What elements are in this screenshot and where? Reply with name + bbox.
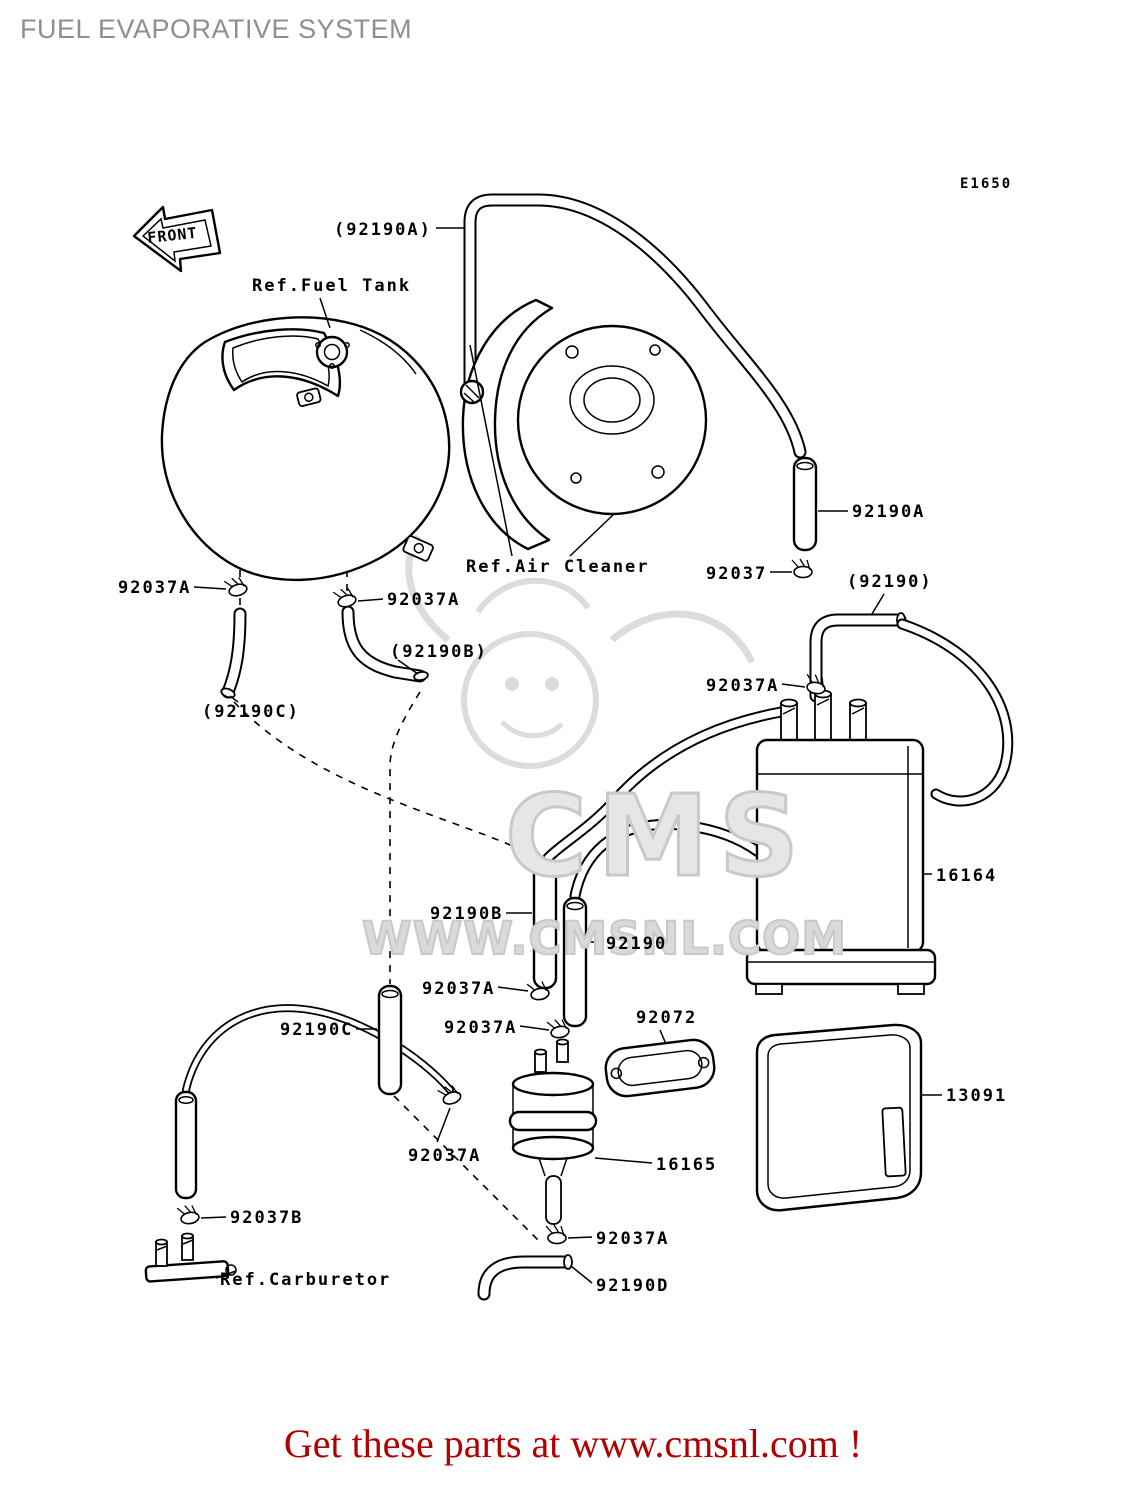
hose-92190a-top (463, 193, 807, 459)
part-label-92190c: 92190C (280, 1020, 354, 1040)
tube-bottom-left (174, 1090, 198, 1200)
part-label-ref-carburetor: Ref.Carburetor (220, 1270, 392, 1290)
part-label-92190-ref: (92190) (847, 572, 933, 592)
page-title: FUEL EVAPORATIVE SYSTEM (20, 14, 413, 44)
part-label-ref-air-cleaner: Ref.Air Cleaner (466, 557, 650, 577)
dashed-routing-lines (233, 500, 541, 1243)
part-label-92190b-ref: (92190B) (390, 642, 488, 662)
part-label-16164: 16164 (936, 866, 998, 886)
part-label-92037a-3: 92037A (706, 676, 780, 696)
hose-92190d-bottom (477, 1254, 573, 1301)
bracket-drawing (604, 1038, 716, 1098)
hose-canister-left (542, 706, 787, 864)
tube-92190b-mid (532, 858, 558, 990)
part-label-92037: 92037 (706, 564, 768, 584)
cmsnl-promo-link[interactable]: Get these parts at www.cmsnl.com ! (283, 1421, 863, 1466)
front-arrow: FRONT (132, 205, 222, 273)
part-label-92190c-ref: (92190C) (202, 702, 300, 722)
part-label-92190b: 92190B (430, 904, 504, 924)
part-label-92190a-ref: (92190A) (334, 220, 432, 240)
box-drawing (755, 1023, 923, 1212)
tube-92190a-right (792, 456, 818, 552)
diagram-code: E1650 (960, 176, 1013, 192)
tube-92190c-bottom (377, 984, 403, 1096)
part-label-92037a-7: 92037A (596, 1229, 670, 1249)
clamp-icons (176, 558, 828, 1245)
valve-drawing (508, 1038, 598, 1225)
part-label-92190: 92190 (606, 934, 668, 954)
part-label-ref-fuel-tank: Ref.Fuel Tank (252, 276, 412, 296)
air-cleaner-drawing (459, 298, 708, 551)
hose-92190c-elbow (220, 607, 247, 699)
part-label-92037a-2: 92037A (387, 590, 461, 610)
part-label-16165: 16165 (656, 1155, 718, 1175)
leader-lines (193, 227, 942, 1284)
part-label-92037a-4: 92037A (422, 979, 496, 999)
part-label-92037a-1: 92037A (118, 578, 192, 598)
carburetor-drawing (144, 1232, 237, 1283)
hose-92190-elbow (809, 612, 907, 703)
fuel-tank-drawing (160, 316, 451, 582)
hose-carb-curve (182, 1004, 454, 1094)
front-arrow-label: FRONT (147, 224, 199, 247)
canister-drawing (745, 689, 937, 995)
part-label-92037b: 92037B (230, 1208, 304, 1228)
part-label-92190d: 92190D (596, 1276, 670, 1296)
part-label-13091: 13091 (946, 1086, 1008, 1106)
part-label-92190a: 92190A (852, 502, 926, 522)
part-label-92072: 92072 (636, 1008, 698, 1028)
part-label-92037a-6: 92037A (408, 1146, 482, 1166)
tube-92190-mid (562, 896, 588, 1028)
hose-curve-right (896, 618, 1014, 807)
part-label-92037a-5: 92037A (444, 1018, 518, 1038)
